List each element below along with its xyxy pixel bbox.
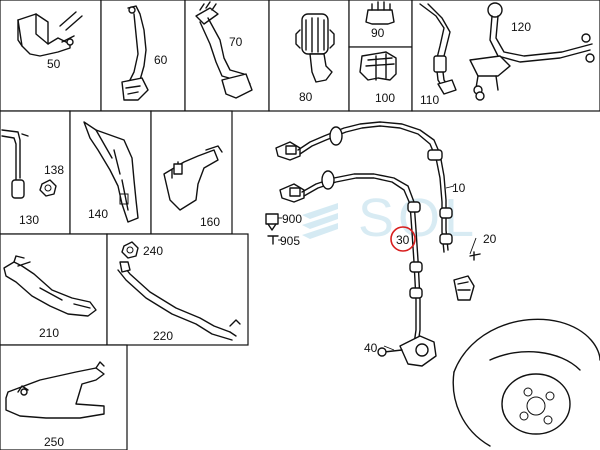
part-100: [359, 51, 397, 81]
callout-250[interactable]: 250: [44, 435, 64, 449]
callout-80[interactable]: 80: [299, 90, 313, 104]
callout-900[interactable]: 900: [282, 212, 302, 226]
callout-138[interactable]: 138: [44, 163, 64, 177]
part-210: [3, 255, 97, 317]
part-120: [469, 2, 595, 101]
callout-30[interactable]: 30: [396, 233, 410, 247]
callout-60[interactable]: 60: [154, 53, 168, 67]
callout-240[interactable]: 240: [143, 244, 163, 258]
callout-130[interactable]: 130: [19, 213, 39, 227]
callout-70[interactable]: 70: [229, 35, 243, 49]
part-160: [163, 145, 223, 211]
callout-20[interactable]: 20: [483, 232, 497, 246]
watermark-logo-icon: [302, 203, 338, 239]
callout-120[interactable]: 120: [511, 20, 531, 34]
watermark-text: SOL: [358, 188, 478, 248]
part-130: [1, 129, 29, 199]
callout-210[interactable]: 210: [39, 326, 59, 340]
callout-140[interactable]: 140: [88, 207, 108, 221]
callout-10[interactable]: 10: [452, 181, 466, 195]
part-240-nut: [121, 241, 139, 259]
callout-100[interactable]: 100: [375, 91, 395, 105]
callout-160[interactable]: 160: [200, 215, 220, 229]
part-250: [5, 361, 105, 419]
part-220: [117, 261, 241, 341]
callout-220[interactable]: 220: [153, 329, 173, 343]
part-90: [365, 1, 395, 25]
callout-110[interactable]: 110: [420, 93, 439, 107]
part-110: [419, 3, 457, 95]
callout-40[interactable]: 40: [364, 341, 378, 355]
callout-905[interactable]: 905: [280, 234, 300, 248]
part-60: [121, 5, 149, 101]
part-80: [295, 13, 335, 83]
part-70: [195, 1, 253, 99]
main-assembly: [265, 121, 600, 447]
part-140: [83, 121, 139, 223]
part-50: [17, 11, 83, 57]
callout-90[interactable]: 90: [371, 26, 385, 40]
callout-50[interactable]: 50: [47, 57, 61, 71]
part-138-nut: [39, 179, 57, 197]
highlight-ring: [390, 226, 416, 252]
